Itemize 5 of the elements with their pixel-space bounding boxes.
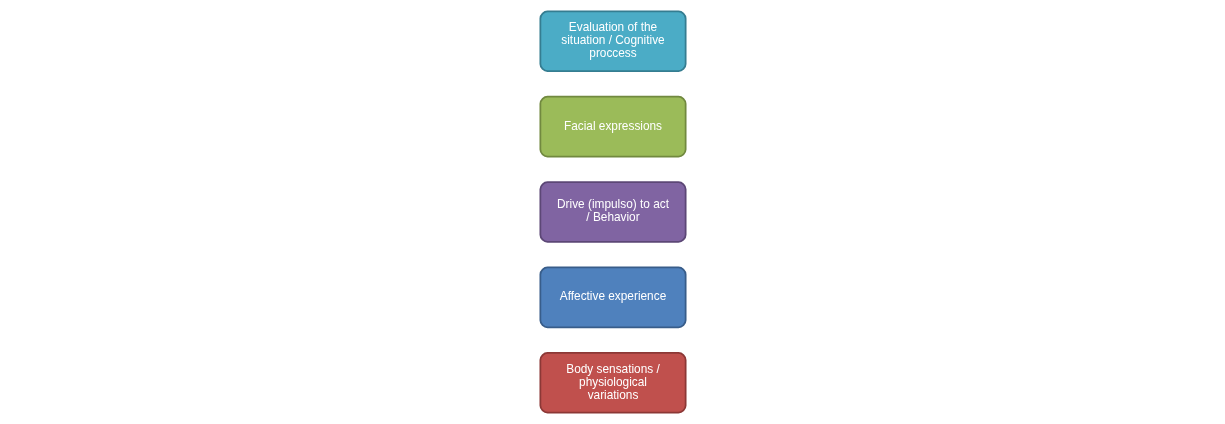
node-box: Facial expressions	[539, 95, 686, 158]
node-box: Evaluation of the situation / Cognitive proccess	[539, 10, 686, 73]
node-box: Body sensations / physiological variations	[539, 351, 686, 414]
node-box: Drive (impulso) to act / Behavior	[539, 181, 686, 243]
node-box: Affective experience	[539, 266, 686, 329]
